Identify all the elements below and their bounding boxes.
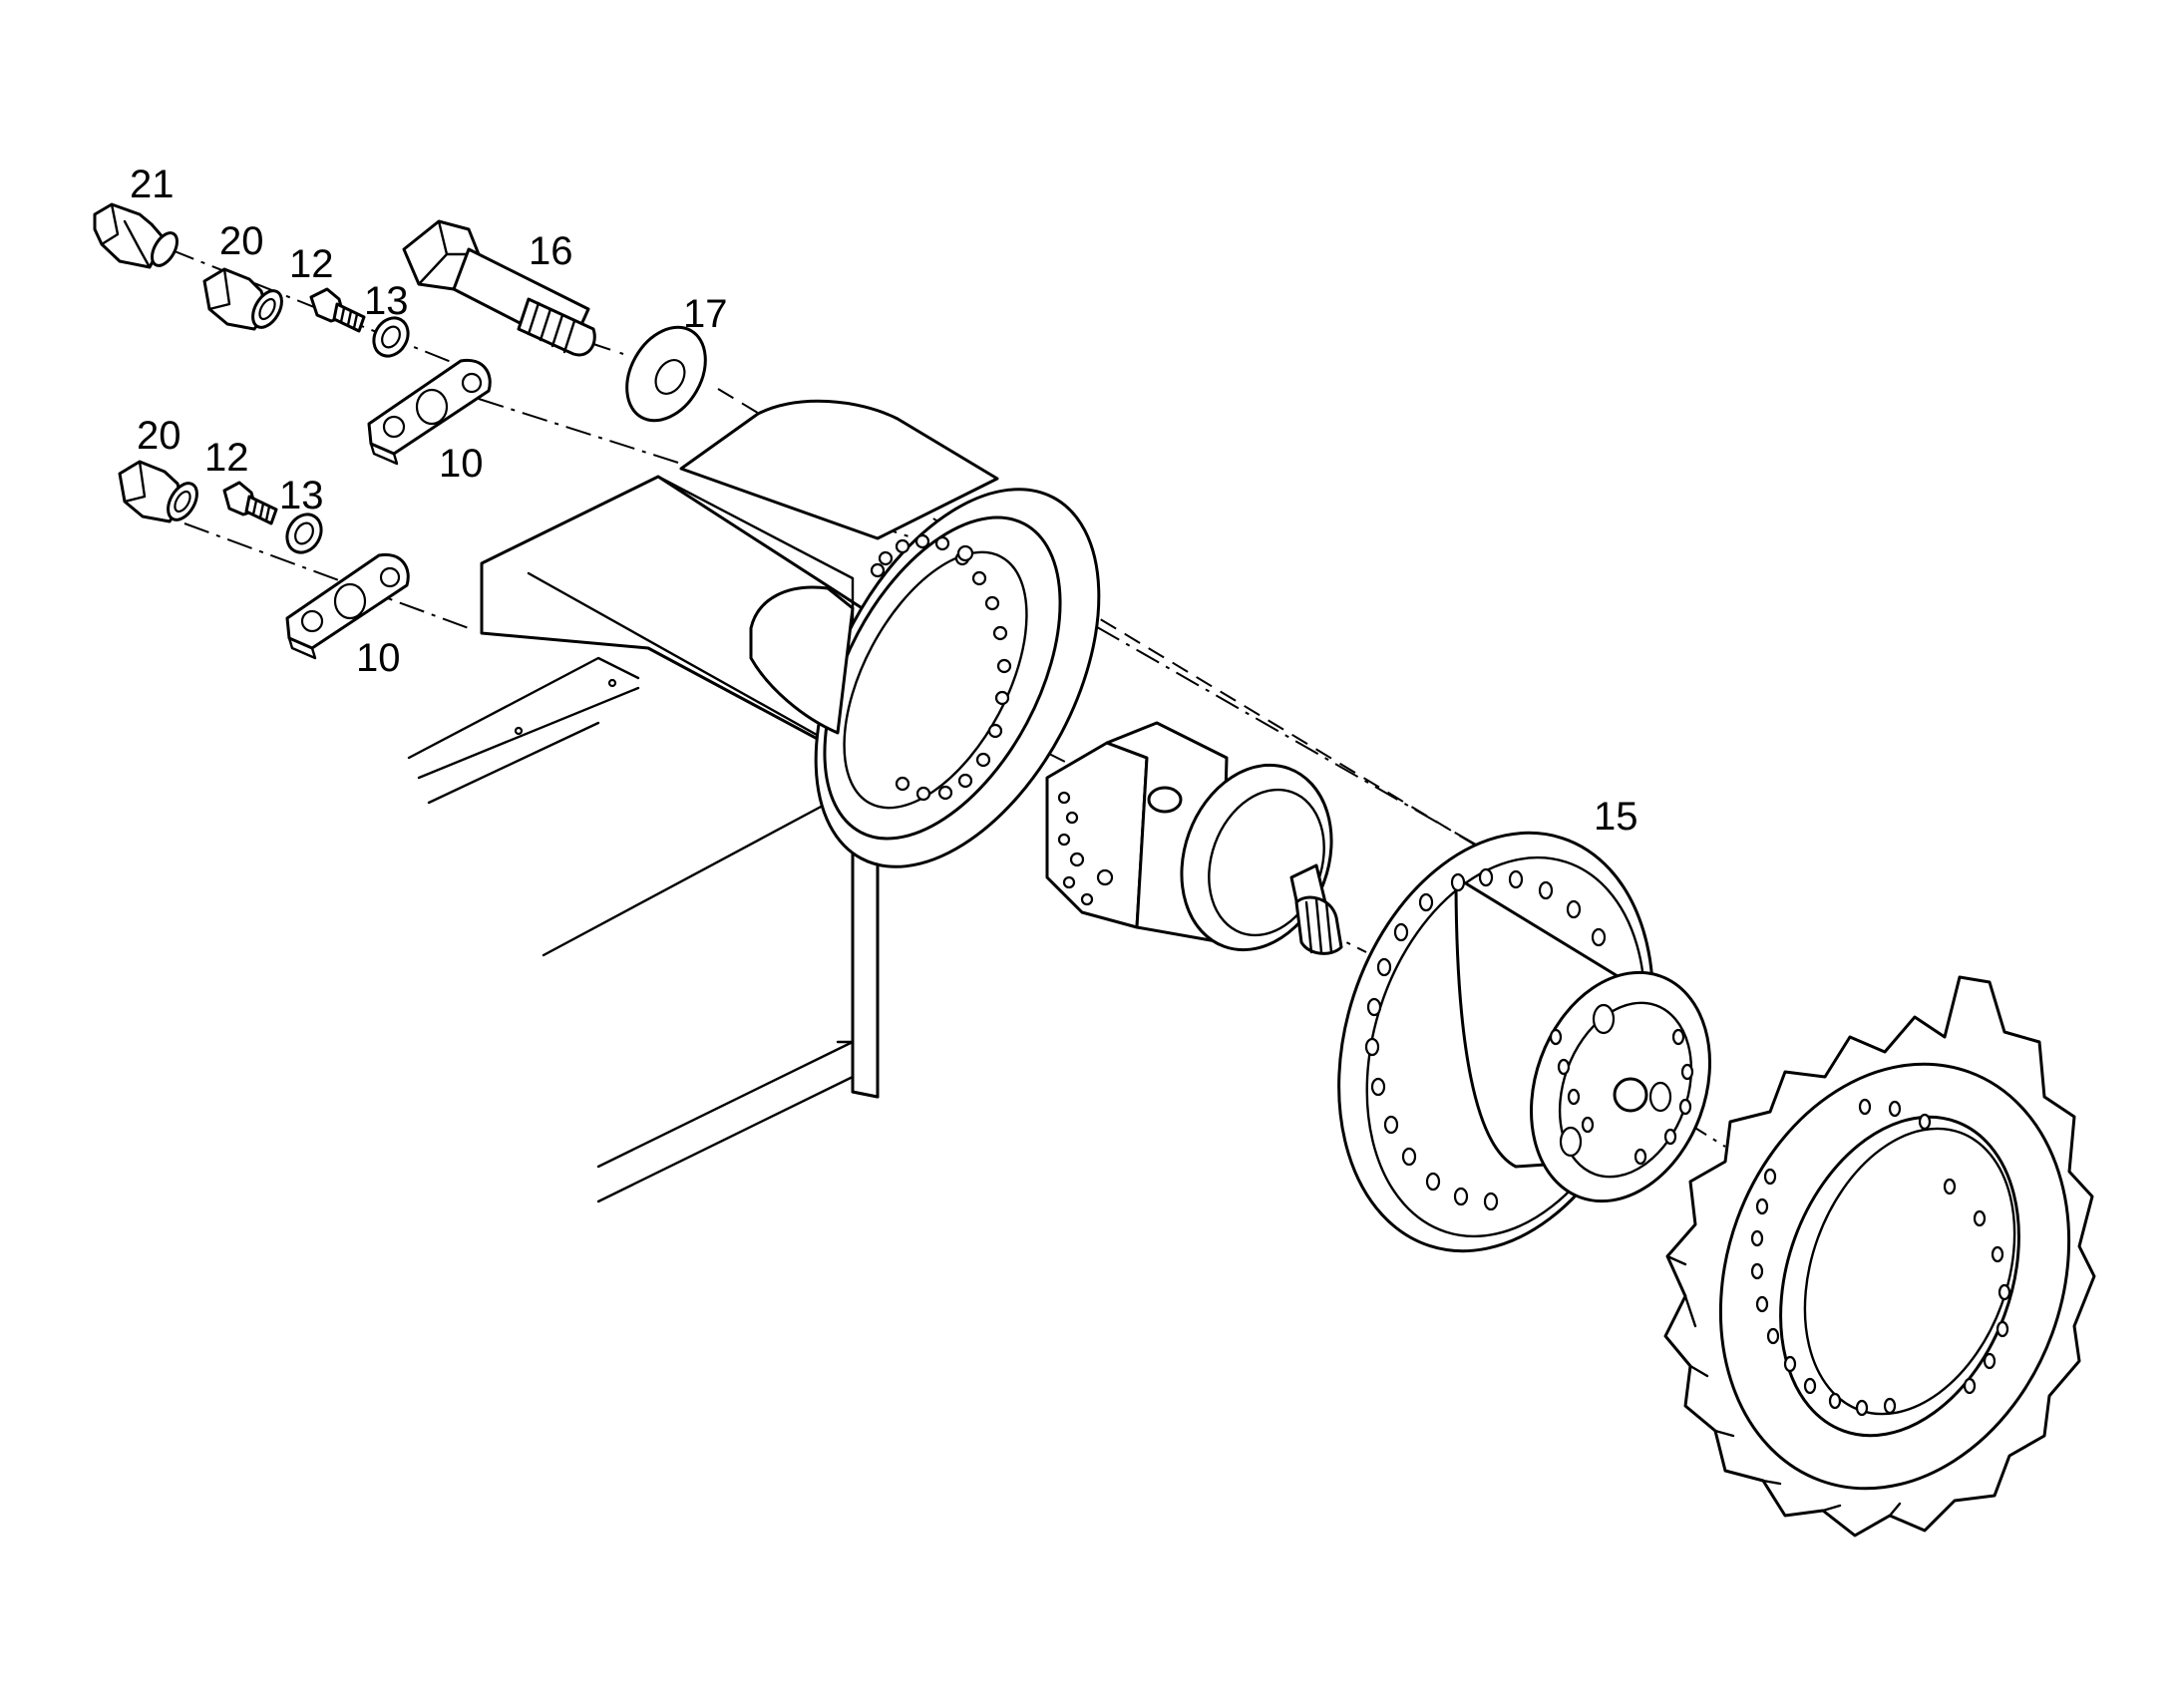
motor-mount-housing — [679, 399, 1101, 868]
track-frame — [407, 475, 880, 1203]
part-13-washer-lower — [285, 512, 323, 554]
callout-labels: 21 20 12 13 16 17 10 20 12 13 10 15 — [130, 163, 1638, 839]
hydraulic-motor — [1045, 721, 1343, 955]
gearbox-bolt-holes — [1364, 867, 1694, 1211]
drive-sprocket — [1663, 975, 2096, 1537]
part-12-screw-lower — [222, 481, 278, 525]
callout-17: 17 — [683, 292, 728, 336]
part-17-washer — [625, 325, 707, 423]
part-10-flange-upper — [367, 358, 492, 466]
callout-21: 21 — [130, 163, 175, 206]
housing-bolt-holes — [870, 533, 1012, 802]
callout-10-lower: 10 — [356, 636, 401, 680]
callout-16: 16 — [529, 229, 573, 273]
callout-12-upper: 12 — [289, 242, 334, 286]
callout-20-lower: 20 — [137, 414, 182, 458]
motor-port-holes — [1057, 791, 1114, 906]
part-10-flange-lower — [285, 552, 410, 660]
part-12-screw-upper — [309, 287, 366, 333]
callout-10-upper: 10 — [439, 442, 484, 486]
callout-15: 15 — [1594, 795, 1638, 839]
part-20-fitting-upper — [202, 267, 283, 331]
part-15-final-drive — [1337, 831, 1711, 1253]
sprocket-bolt-holes — [1750, 1098, 2011, 1417]
part-21-fitting — [93, 202, 179, 269]
callout-13-lower: 13 — [279, 474, 324, 517]
part-16-bolt — [402, 219, 596, 357]
callout-12-lower: 12 — [204, 436, 249, 480]
callout-13-upper: 13 — [364, 279, 409, 323]
callout-20-upper: 20 — [219, 219, 264, 263]
part-13-washer-upper — [372, 316, 410, 358]
part-20-fitting-lower — [118, 460, 198, 523]
